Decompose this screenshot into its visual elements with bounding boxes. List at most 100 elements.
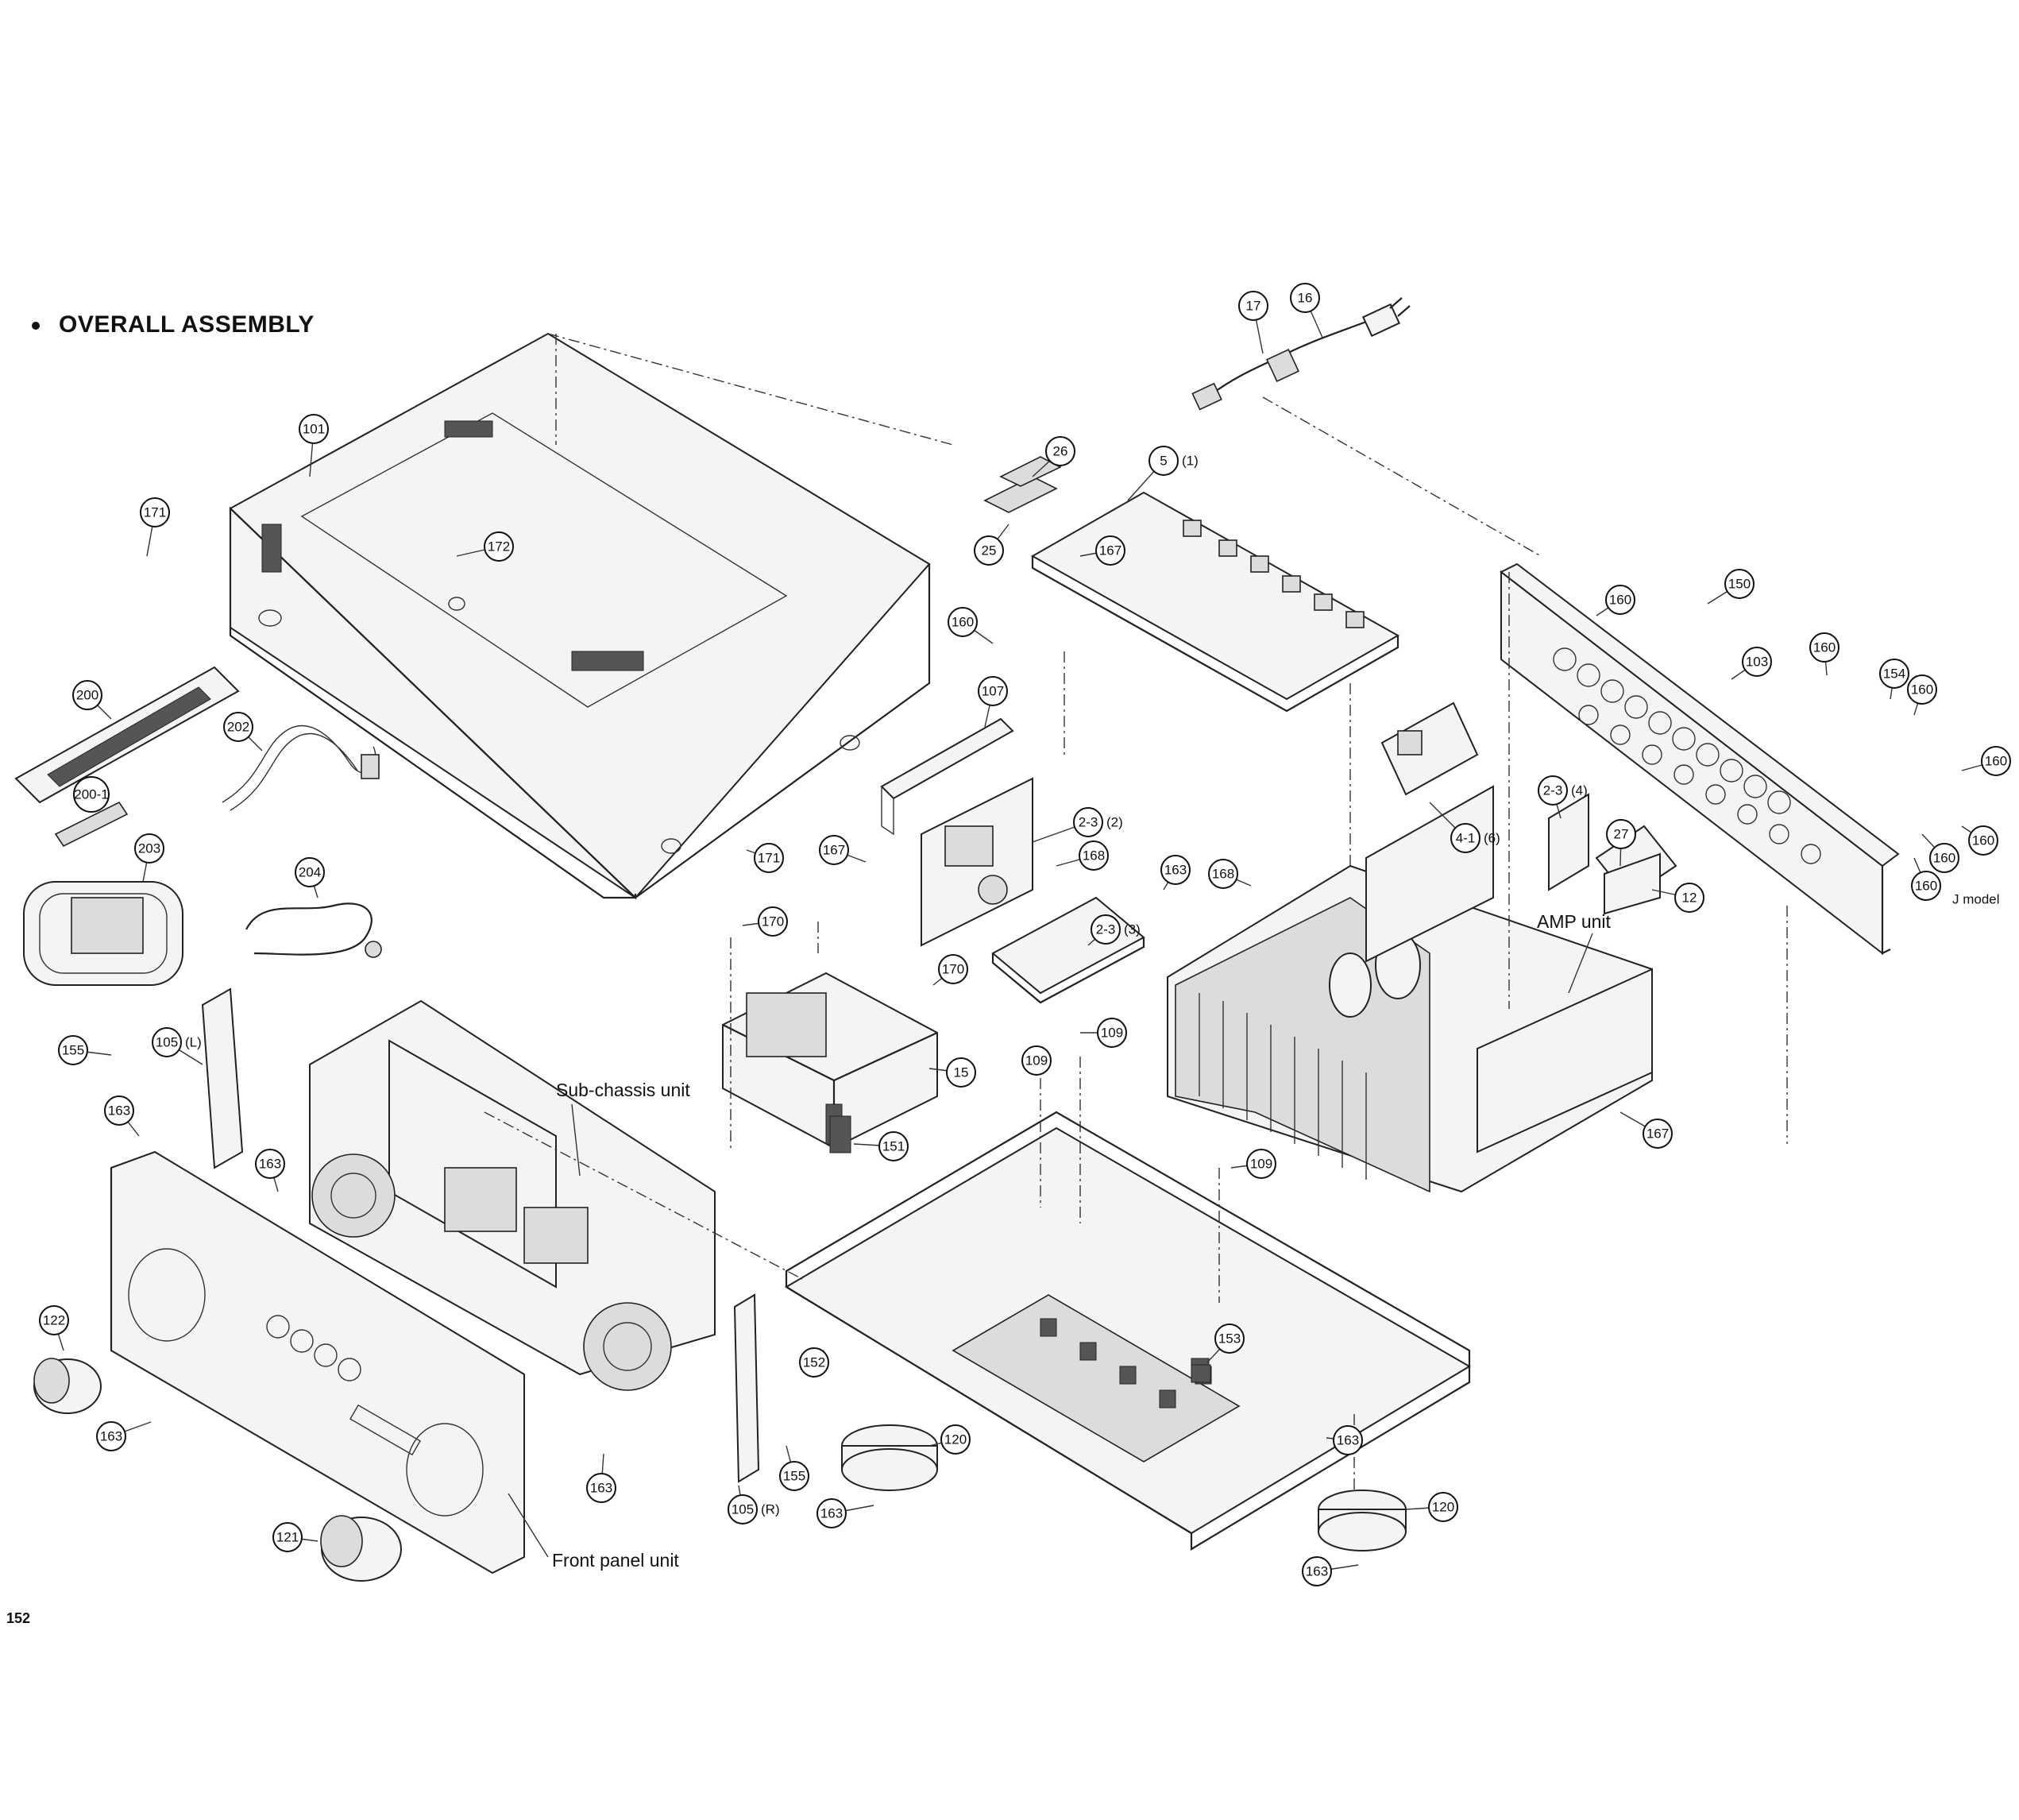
- callout-suffix: (L): [185, 1035, 202, 1050]
- callout-circle: [1246, 1149, 1276, 1179]
- callout-152: 152: [799, 1347, 829, 1378]
- callout-27: 27: [1606, 819, 1636, 867]
- diagram-title-text: OVERALL ASSEMBLY: [59, 311, 315, 338]
- callout-circle: [1929, 843, 1959, 873]
- callout-circle: [140, 497, 170, 527]
- callout-circle: [1879, 659, 1909, 689]
- callout-circle: [1674, 883, 1704, 913]
- callout-circle: [152, 1027, 182, 1057]
- callout-circle: [223, 712, 253, 742]
- callout-2-3: 2-3(3): [1087, 914, 1141, 946]
- side-bracket-left: [201, 987, 244, 1169]
- callout-number: 170: [942, 962, 964, 977]
- callout-number: 103: [1746, 655, 1768, 670]
- callout-171: 171: [140, 497, 170, 557]
- callout-circle: [1809, 632, 1839, 663]
- part-callouts: 101171172160200202200-11712032041716265(…: [39, 283, 2011, 1586]
- callout-number: 2-3: [1543, 783, 1563, 798]
- callout-circle: [96, 1421, 126, 1451]
- callout-number: 109: [1025, 1053, 1048, 1068]
- callout-number: 16: [1298, 291, 1313, 306]
- pcb-2-3-2: [921, 777, 1033, 947]
- callout-number: 15: [954, 1065, 969, 1080]
- callout-168: 168: [1056, 840, 1109, 871]
- callout-number: 109: [1101, 1026, 1123, 1041]
- callout-number: 5: [1160, 454, 1167, 469]
- callout-17: 17: [1238, 291, 1268, 354]
- callout-circle: [974, 535, 1004, 566]
- callout-109: 109: [1021, 1045, 1052, 1076]
- callout-suffix: (1): [1182, 454, 1199, 469]
- callout-171: 171: [746, 843, 784, 873]
- label-sub-chassis-unit: Sub-chassis unit: [556, 1080, 690, 1100]
- callout-suffix: (R): [761, 1502, 780, 1517]
- callout-number: 171: [758, 851, 780, 866]
- callout-circle: [1333, 1425, 1363, 1455]
- callout-200-1: 200-1: [73, 776, 110, 813]
- callout-number: 163: [1306, 1564, 1328, 1579]
- speaker-cable: [245, 902, 382, 958]
- callout-121: 121: [272, 1522, 318, 1552]
- callout-153: 153: [1206, 1323, 1245, 1363]
- callout-105: 105(R): [728, 1485, 780, 1524]
- callout-circle: [134, 833, 164, 864]
- callout-circle: [878, 1131, 909, 1161]
- callout-suffix: (3): [1124, 922, 1141, 937]
- callout-number: 163: [100, 1429, 122, 1444]
- ffc-cable: [880, 717, 1014, 836]
- callout-number: 155: [783, 1469, 805, 1484]
- side-bracket-right: [733, 1293, 760, 1483]
- callout-109: 109: [1230, 1149, 1276, 1179]
- callout-circle: [295, 857, 325, 887]
- callout-number: 160: [1972, 833, 1994, 848]
- callout-number: 204: [299, 865, 321, 880]
- callout-number: 167: [823, 843, 845, 858]
- callout-number: 17: [1246, 299, 1261, 314]
- callout-4-1: 4-1(6): [1429, 802, 1500, 853]
- callout-163: 163: [586, 1453, 616, 1503]
- callout-circle: [946, 1057, 976, 1088]
- input-knob: [33, 1358, 102, 1414]
- callout-number: 163: [1337, 1433, 1359, 1448]
- callout-202: 202: [223, 712, 263, 752]
- callout-160: 160: [1911, 857, 1941, 901]
- callout-number: 168: [1083, 848, 1105, 864]
- callout-circle: [586, 1473, 616, 1503]
- callout-number: 160: [1933, 851, 1955, 866]
- callout-number: 163: [1164, 863, 1187, 878]
- callout-circle: [1450, 823, 1480, 853]
- callout-number: 154: [1883, 667, 1905, 682]
- callout-circle: [819, 835, 849, 865]
- callout-number: 163: [108, 1103, 130, 1119]
- callout-120: 120: [1405, 1492, 1458, 1522]
- callout-number: 153: [1218, 1331, 1241, 1347]
- callout-circle: [272, 1522, 303, 1552]
- callout-number: 160: [1985, 754, 2007, 769]
- callout-circle: [299, 414, 329, 444]
- callout-circle: [1981, 746, 2011, 776]
- callout-circle: [104, 1095, 134, 1126]
- callout-122: 122: [39, 1305, 69, 1351]
- callout-circle: [1148, 446, 1179, 476]
- callout-109: 109: [1080, 1018, 1127, 1048]
- foot-front: [841, 1424, 938, 1491]
- callout-circle: [1643, 1119, 1673, 1149]
- remote-control: [14, 666, 240, 804]
- callout-107: 107: [978, 676, 1008, 728]
- bracket-27-12: [1595, 825, 1677, 915]
- callout-circle: [1208, 859, 1238, 889]
- callout-number: 12: [1682, 891, 1697, 906]
- callout-circle: [1302, 1556, 1332, 1586]
- callout-number: 170: [762, 914, 784, 929]
- callout-circle: [1097, 1018, 1127, 1048]
- callout-number: 4-1: [1456, 831, 1476, 846]
- callout-circle: [978, 676, 1008, 706]
- diagram-title: OVERALL ASSEMBLY: [32, 311, 315, 338]
- power-cord: [1191, 297, 1542, 557]
- callout-5: 5 (1): [1127, 446, 1199, 501]
- callout-12: 12: [1651, 883, 1704, 913]
- callout-172: 172: [456, 531, 514, 562]
- callout-105: 105(L): [152, 1027, 203, 1065]
- callout-circle: [1160, 855, 1191, 885]
- callout-number: 163: [259, 1157, 281, 1172]
